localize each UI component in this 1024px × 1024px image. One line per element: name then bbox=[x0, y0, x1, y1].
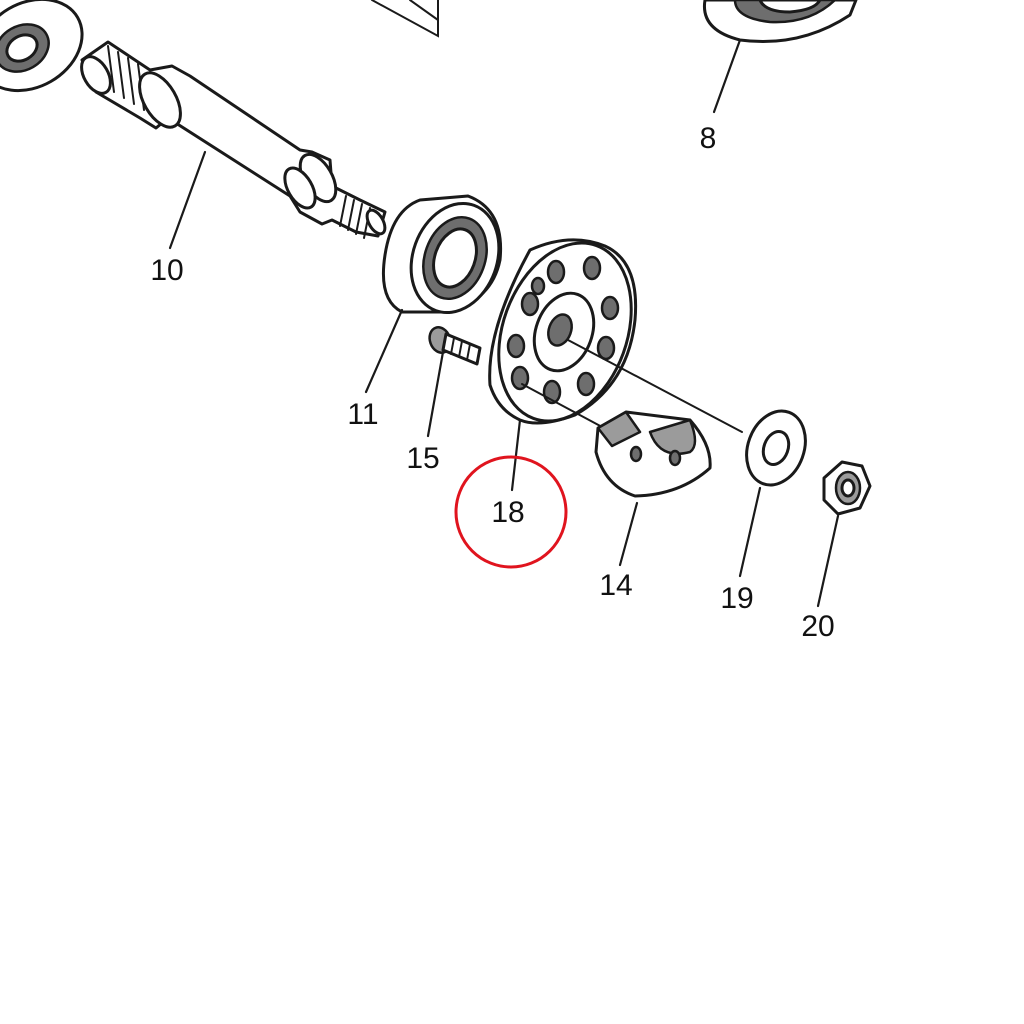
bearing-top-left bbox=[0, 0, 84, 93]
plate-part-18 bbox=[488, 238, 638, 425]
detail-box-fragment bbox=[371, 0, 439, 38]
leader-line-20 bbox=[816, 514, 840, 608]
callout-label-14: 14 bbox=[599, 569, 632, 602]
leader-line-14 bbox=[618, 501, 639, 567]
callout-label-18: 18 bbox=[491, 496, 524, 529]
leader-line-10 bbox=[168, 150, 207, 250]
callout-label-10: 10 bbox=[150, 254, 183, 287]
weight-part-14 bbox=[594, 410, 712, 498]
callout-label-15: 15 bbox=[406, 442, 439, 475]
leader-line-8 bbox=[712, 38, 742, 114]
callout-label-11: 11 bbox=[347, 398, 378, 431]
axis-line-hole-weight bbox=[521, 383, 605, 429]
bearing-part-8 bbox=[702, 0, 858, 44]
callout-label-20: 20 bbox=[801, 610, 834, 643]
axis-line-plate-washer bbox=[567, 339, 743, 433]
shaft-part-10 bbox=[80, 40, 387, 239]
callout-label-8: 8 bbox=[700, 122, 717, 155]
leader-line-15 bbox=[426, 350, 445, 438]
nut-part-20 bbox=[822, 460, 872, 516]
leader-line-11 bbox=[364, 308, 404, 394]
washer-part-19 bbox=[745, 409, 807, 487]
highlight-circle bbox=[454, 455, 568, 569]
callout-label-19: 19 bbox=[720, 582, 753, 615]
leader-line-18 bbox=[510, 418, 522, 492]
bolt-part-15 bbox=[428, 326, 482, 366]
leader-line-19 bbox=[738, 486, 762, 578]
bearing-part-11 bbox=[381, 194, 503, 315]
